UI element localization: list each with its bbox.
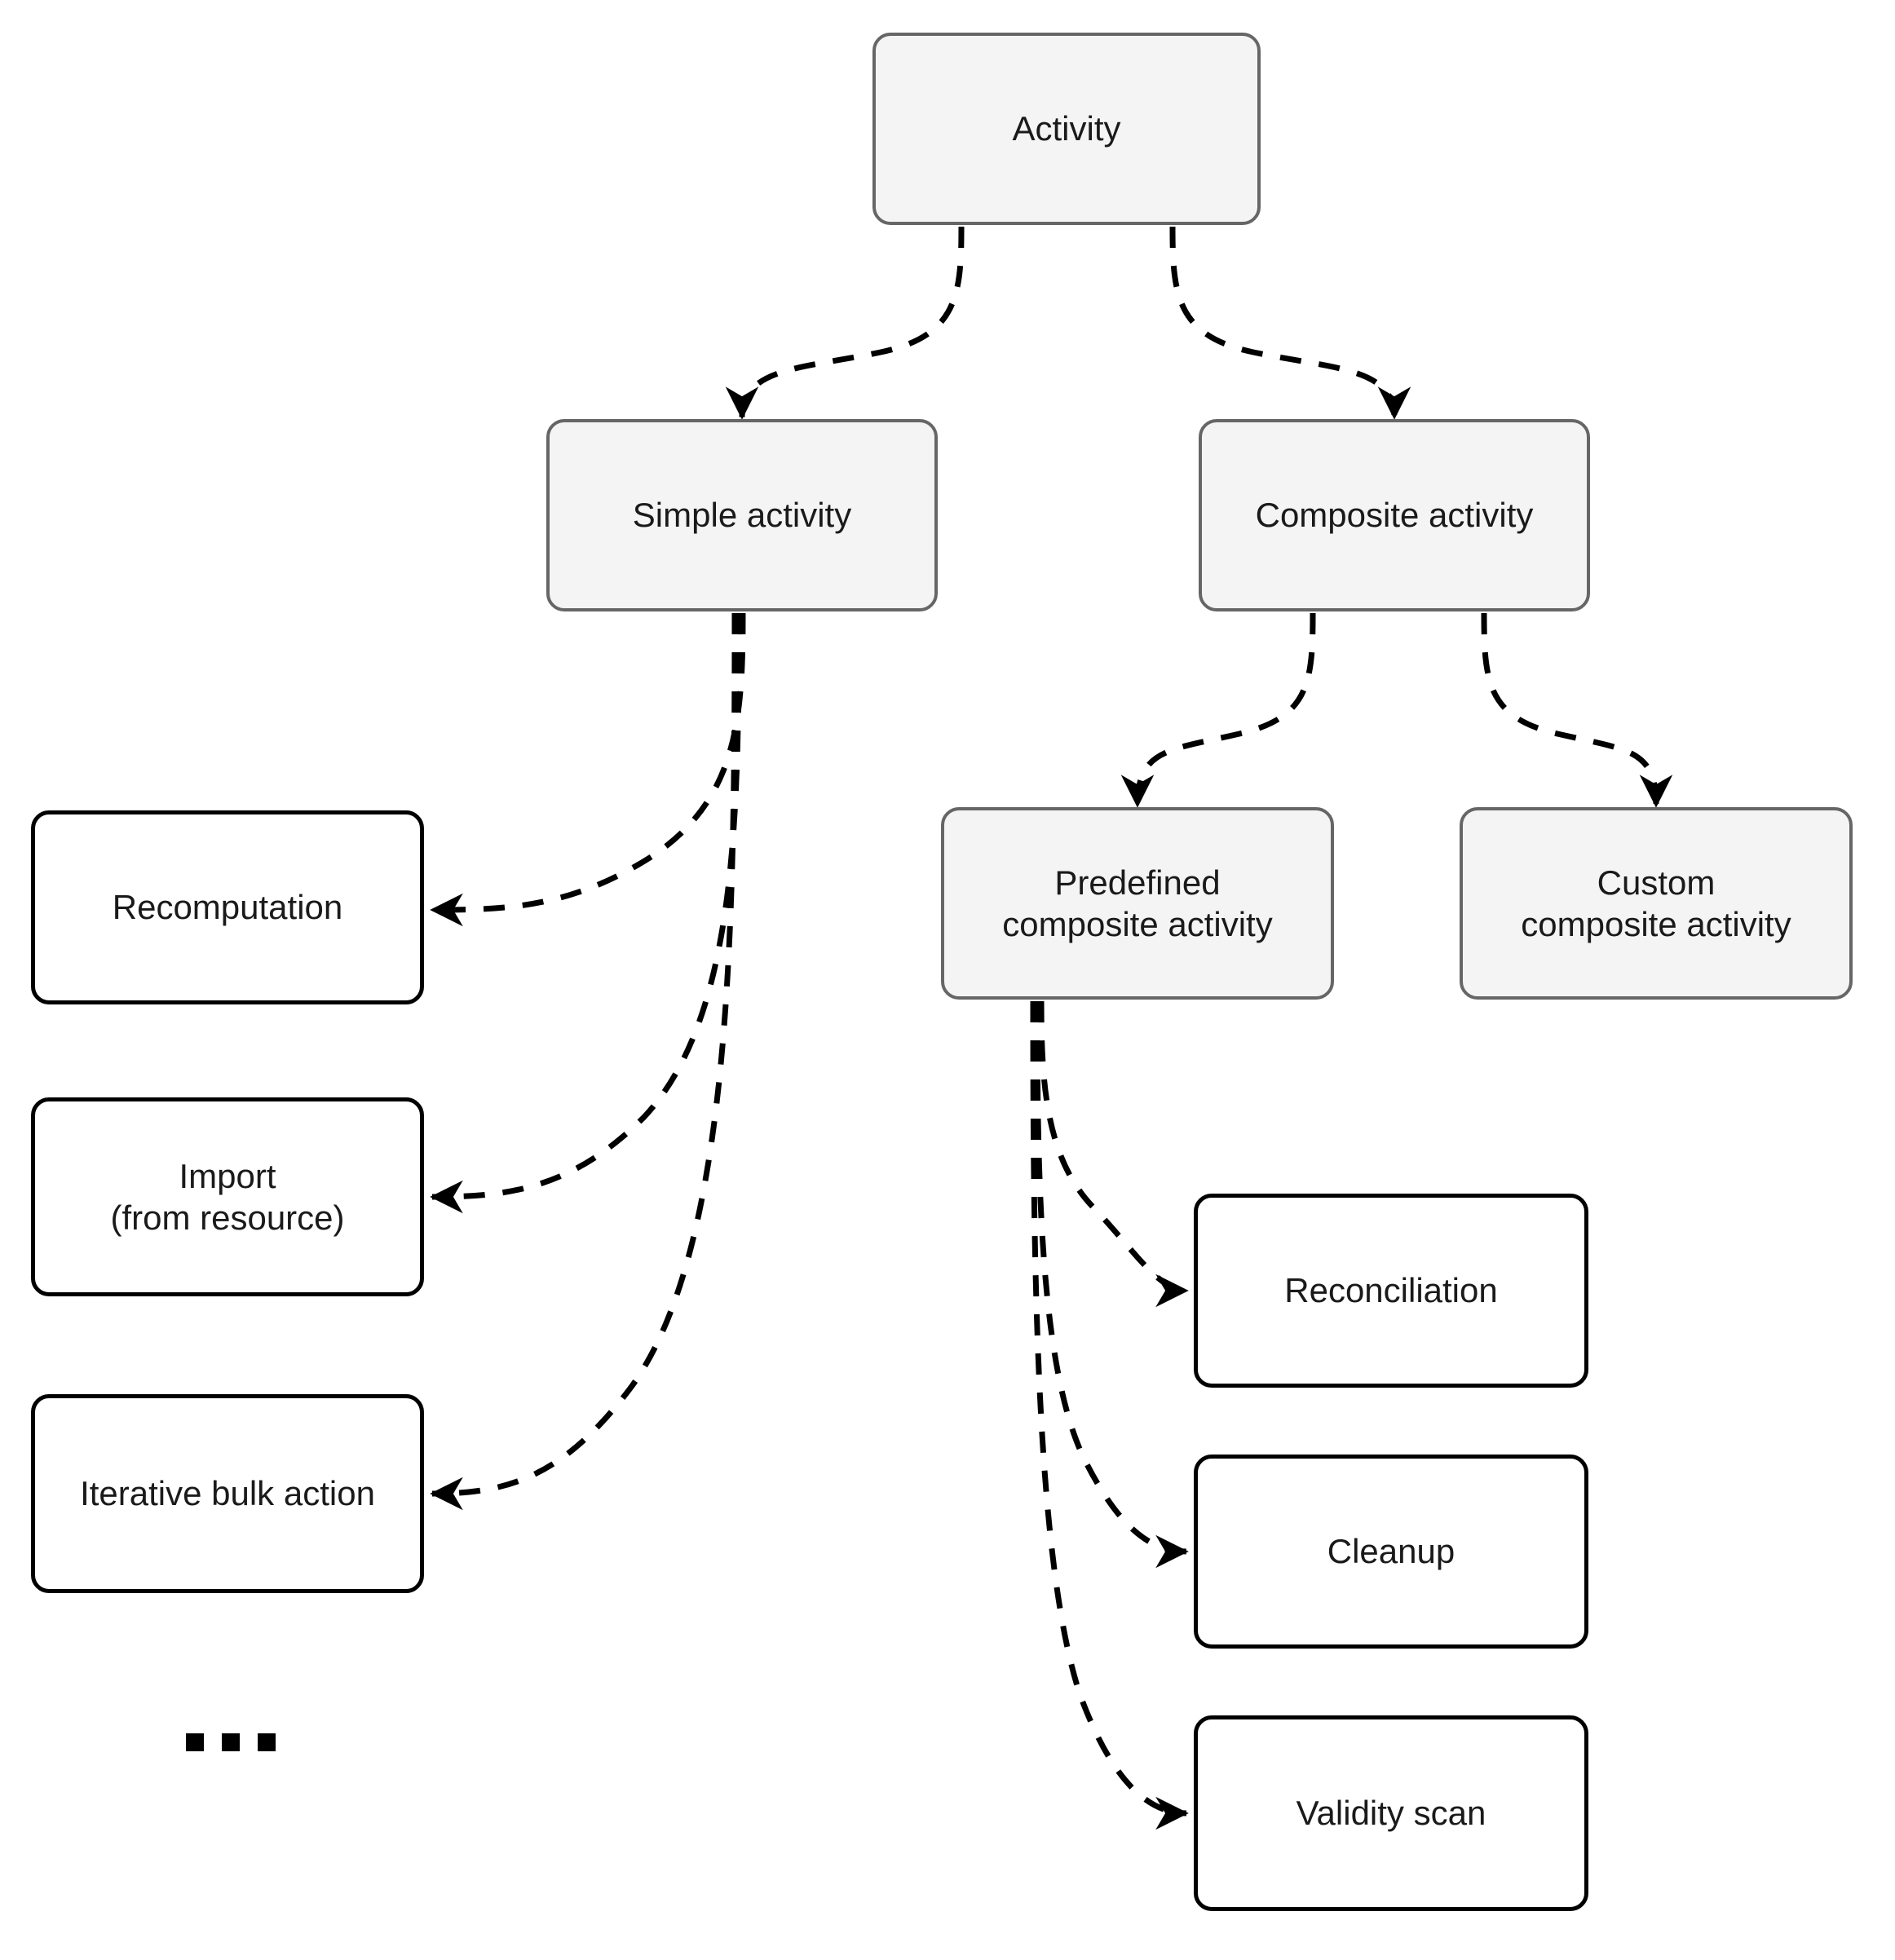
node-reconciliation[interactable]: Reconciliation xyxy=(1194,1194,1588,1388)
node-reconciliation-label: Reconciliation xyxy=(1284,1271,1498,1310)
node-recomputation[interactable]: Recomputation xyxy=(31,810,424,1004)
node-cleanup[interactable]: Cleanup xyxy=(1194,1455,1588,1649)
edge-simple-activity-to-iterative-bulk-action xyxy=(430,612,738,1511)
node-activity-label: Activity xyxy=(1012,109,1121,148)
edge-simple-activity-to-import xyxy=(430,612,742,1214)
ellipsis-more-simple-activities xyxy=(186,1728,276,1756)
node-activity[interactable]: Activity xyxy=(872,33,1261,225)
node-composite-activity-label: Composite activity xyxy=(1255,496,1534,535)
edge-simple-activity-to-recomputation xyxy=(430,612,746,927)
node-iterative-bulk-action-label: Iterative bulk action xyxy=(80,1474,375,1513)
edge-predefined-to-cleanup xyxy=(1034,1000,1189,1569)
edge-composite-activity-to-predefined xyxy=(1120,612,1316,808)
node-validity-scan[interactable]: Validity scan xyxy=(1194,1715,1588,1911)
ellipsis-dot-2 xyxy=(222,1733,240,1751)
node-custom-composite-activity-label: Custom composite activity xyxy=(1521,863,1791,943)
edge-predefined-to-validity-scan xyxy=(1030,1000,1189,1830)
node-composite-activity[interactable]: Composite activity xyxy=(1199,419,1590,611)
edge-activity-to-composite-activity xyxy=(1169,226,1411,420)
node-predefined-composite-activity[interactable]: Predefined composite activity xyxy=(941,807,1334,1000)
edge-predefined-to-reconciliation xyxy=(1038,1000,1189,1308)
ellipsis-dot-3 xyxy=(258,1733,276,1751)
node-cleanup-label: Cleanup xyxy=(1327,1532,1455,1571)
node-simple-activity-label: Simple activity xyxy=(632,496,852,535)
node-iterative-bulk-action[interactable]: Iterative bulk action xyxy=(31,1394,424,1593)
ellipsis-dot-1 xyxy=(186,1733,204,1751)
node-recomputation-label: Recomputation xyxy=(112,888,343,927)
node-validity-scan-label: Validity scan xyxy=(1296,1794,1486,1833)
edge-activity-to-simple-activity xyxy=(725,226,965,420)
edge-composite-activity-to-custom xyxy=(1481,612,1673,808)
node-predefined-composite-activity-label: Predefined composite activity xyxy=(1002,863,1273,943)
node-simple-activity[interactable]: Simple activity xyxy=(546,419,938,611)
node-import-from-resource[interactable]: Import (from resource) xyxy=(31,1097,424,1296)
node-custom-composite-activity[interactable]: Custom composite activity xyxy=(1460,807,1853,1000)
node-import-from-resource-label: Import (from resource) xyxy=(110,1156,345,1237)
